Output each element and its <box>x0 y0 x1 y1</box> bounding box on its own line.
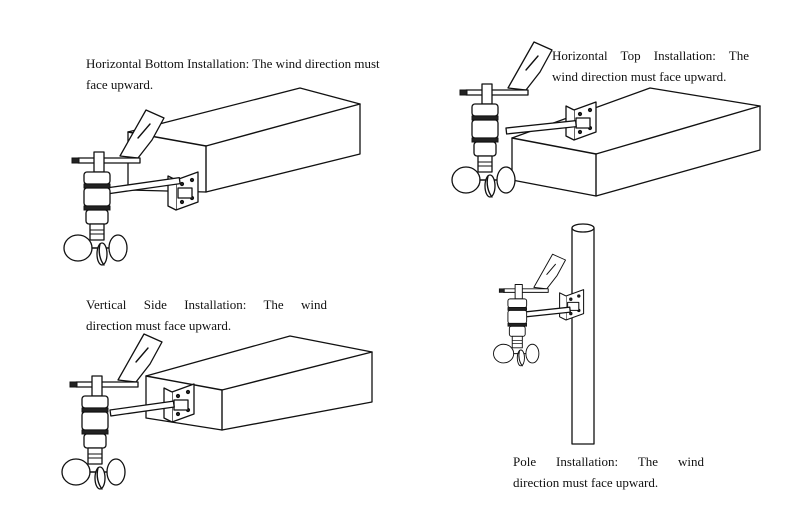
caption-line: Horizontal Bottom Installation: The wind… <box>86 56 380 71</box>
caption-line: direction must face upward. <box>513 475 659 490</box>
caption-pole: Pole Installation: The wind direction mu… <box>513 451 704 493</box>
mounting-bracket-icon <box>167 171 199 211</box>
mounting-bracket-icon <box>559 289 585 321</box>
vertical-side-figure <box>61 333 373 490</box>
horizontal-top-figure <box>451 41 761 198</box>
mounting-box <box>127 87 361 193</box>
caption-line: direction must face upward. <box>86 318 232 333</box>
caption-line: Horizontal Top Installation: The <box>552 48 749 63</box>
caption-horizontal-top: Horizontal Top Installation: The wind di… <box>552 45 749 87</box>
caption-line: face upward. <box>86 77 154 92</box>
caption-line: Pole Installation: The wind <box>513 454 704 469</box>
pole-figure <box>493 223 595 445</box>
caption-line: Vertical Side Installation: The wind <box>86 297 327 312</box>
mounting-pole <box>571 227 595 445</box>
caption-horizontal-bottom: Horizontal Bottom Installation: The wind… <box>86 53 416 95</box>
horizontal-bottom-figure <box>63 87 361 266</box>
caption-vertical-side: Vertical Side Installation: The wind dir… <box>86 294 327 336</box>
mounting-box <box>145 335 373 431</box>
caption-line: wind direction must face upward. <box>552 69 727 84</box>
